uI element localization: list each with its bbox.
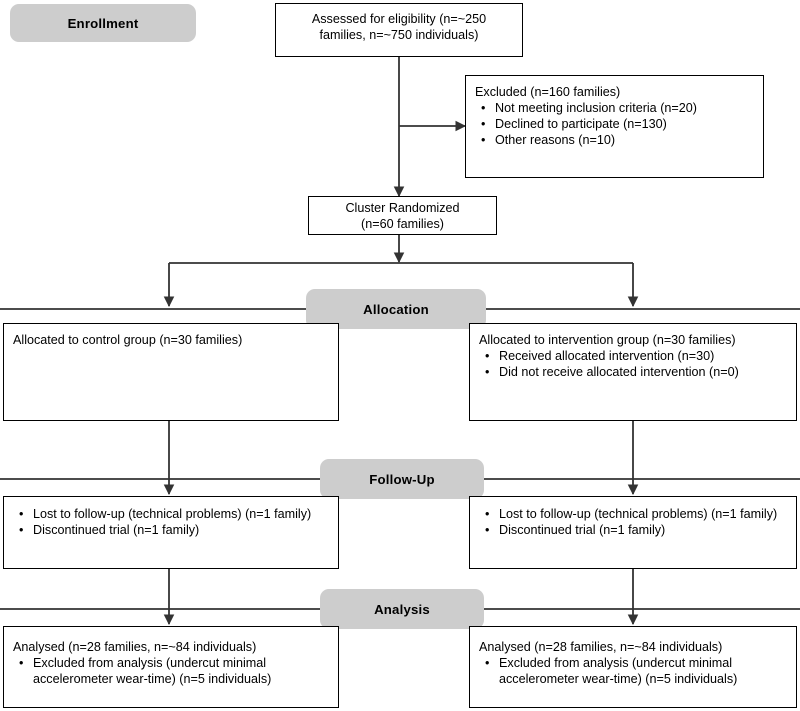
alloc-control-lead: Allocated to control group (n=30 familie… [13, 333, 243, 347]
list-item: Excluded from analysis (undercut minimal… [479, 655, 787, 687]
alloc-intervention-lead: Allocated to intervention group (n=30 fa… [479, 333, 736, 347]
excluded-bullet-list: Not meeting inclusion criteria (n=20) De… [475, 100, 754, 148]
node-assessed-for-eligibility: Assessed for eligibility (n=~250 familie… [275, 3, 523, 57]
list-item: Not meeting inclusion criteria (n=20) [475, 100, 754, 116]
analysis-intervention-bullet-list: Excluded from analysis (undercut minimal… [479, 655, 787, 687]
list-item: Excluded from analysis (undercut minimal… [13, 655, 329, 687]
stage-label-followup: Follow-Up [320, 459, 484, 499]
list-item: Other reasons (n=10) [475, 132, 754, 148]
list-item: Did not receive allocated intervention (… [479, 364, 787, 380]
stage-label-allocation-text: Allocation [363, 301, 429, 317]
node-followup-intervention: Lost to follow-up (technical problems) (… [469, 496, 797, 569]
list-item: Lost to follow-up (technical problems) (… [13, 506, 329, 522]
list-item: Lost to follow-up (technical problems) (… [479, 506, 787, 522]
analysis-intervention-lead: Analysed (n=28 families, n=~84 individua… [479, 640, 723, 654]
analysis-control-lead: Analysed (n=28 families, n=~84 individua… [13, 640, 257, 654]
list-item: Declined to participate (n=130) [475, 116, 754, 132]
stage-label-enrollment-text: Enrollment [67, 15, 139, 31]
node-analysis-intervention: Analysed (n=28 families, n=~84 individua… [469, 626, 797, 708]
stage-label-enrollment: Enrollment [10, 4, 196, 42]
assessed-line-1: Assessed for eligibility (n=~250 [311, 12, 487, 26]
followup-control-bullet-list: Lost to follow-up (technical problems) (… [13, 506, 329, 538]
randomized-line-1: Cluster Randomized [345, 201, 460, 215]
analysis-control-bullet-list: Excluded from analysis (undercut minimal… [13, 655, 329, 687]
excluded-lead: Excluded (n=160 families) [475, 85, 621, 99]
node-analysis-control: Analysed (n=28 families, n=~84 individua… [3, 626, 339, 708]
node-excluded: Excluded (n=160 families) Not meeting in… [465, 75, 764, 178]
node-followup-control: Lost to follow-up (technical problems) (… [3, 496, 339, 569]
randomized-line-2: (n=60 families) [361, 217, 444, 231]
node-allocated-intervention: Allocated to intervention group (n=30 fa… [469, 323, 797, 421]
list-item: Discontinued trial (n=1 family) [479, 522, 787, 538]
alloc-intervention-bullet-list: Received allocated intervention (n=30) D… [479, 348, 787, 380]
list-item: Discontinued trial (n=1 family) [13, 522, 329, 538]
node-allocated-control: Allocated to control group (n=30 familie… [3, 323, 339, 421]
followup-intervention-bullet-list: Lost to follow-up (technical problems) (… [479, 506, 787, 538]
node-cluster-randomized: Cluster Randomized (n=60 families) [308, 196, 497, 235]
list-item: Received allocated intervention (n=30) [479, 348, 787, 364]
assessed-line-2: families, n=~750 individuals) [319, 28, 479, 42]
stage-label-analysis: Analysis [320, 589, 484, 629]
stage-label-followup-text: Follow-Up [369, 471, 435, 487]
stage-label-analysis-text: Analysis [374, 601, 430, 617]
stage-label-allocation: Allocation [306, 289, 486, 329]
